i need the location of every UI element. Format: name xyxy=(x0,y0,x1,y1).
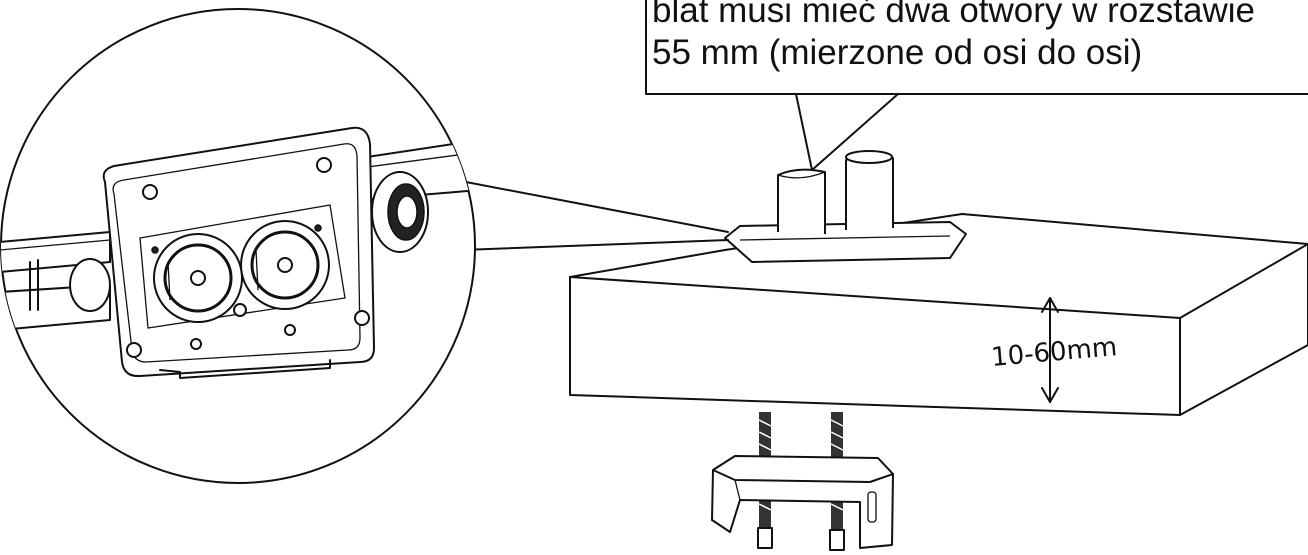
mount-base-plate xyxy=(724,150,967,263)
zoom-detail-circle xyxy=(0,8,476,484)
callout-text-line2: 55 mm (mierzone od osi do osi) xyxy=(652,33,1142,72)
desk-clamp xyxy=(711,412,894,551)
callout-leader-lines xyxy=(795,93,899,171)
callout-text-line1: blat musi mieć dwa otwory w rozstawie xyxy=(652,0,1255,30)
callout-box: blat musi mieć dwa otwory w rozstawie 55… xyxy=(645,0,1308,95)
zoom-leader-lines xyxy=(444,177,729,251)
